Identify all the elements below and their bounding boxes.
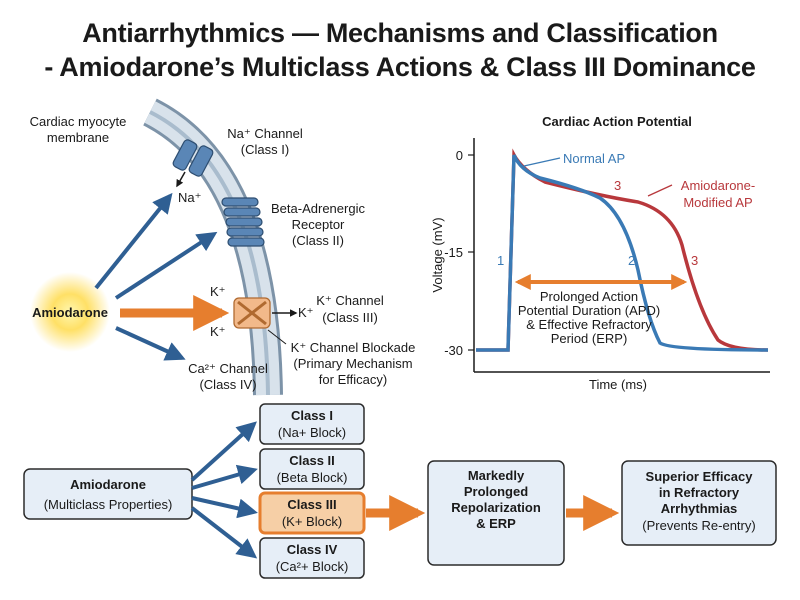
class1-title: Class I xyxy=(291,408,333,423)
class2-box xyxy=(259,448,365,490)
class4-box xyxy=(259,537,365,579)
beta-label-1: Beta-Adrenergic xyxy=(271,201,365,216)
legend-amio-1: Amiodarone- xyxy=(681,178,755,193)
y-tick-30: -30 xyxy=(444,343,463,358)
amiodarone-label: Amiodarone xyxy=(32,305,108,320)
title-line-2: - Amiodarone’s Multiclass Actions & Clas… xyxy=(44,52,756,82)
membrane-label-2: membrane xyxy=(47,130,109,145)
class3-sub: (K+ Block) xyxy=(282,514,342,529)
repol-line-3: Repolarization xyxy=(451,500,541,515)
efficacy-line-1: Superior Efficacy xyxy=(646,469,754,484)
phase-3-amio-label: 3 xyxy=(691,253,698,268)
flow-arrow-class1 xyxy=(190,421,257,482)
chart-title: Cardiac Action Potential xyxy=(542,114,692,129)
x-axis-label: Time (ms) xyxy=(589,377,647,392)
amio-flow-sub: (Multiclass Properties) xyxy=(44,497,173,512)
annotation-1: Prolonged Action xyxy=(540,289,638,304)
repol-line-1: Markedly xyxy=(468,468,525,483)
class2-title: Class II xyxy=(289,453,335,468)
phase-2-label: 2 xyxy=(628,253,635,268)
phase-3-amio-top: 3 xyxy=(614,178,621,193)
k-channel-icon xyxy=(233,297,271,329)
repol-box xyxy=(427,460,565,566)
flow-arrow-class4 xyxy=(190,506,258,559)
membrane-diagram: Cardiac myocyte membrane Na⁺ Na⁺ Channel… xyxy=(30,98,416,396)
beta-label-2: Receptor xyxy=(292,217,345,232)
annotation-4: Period (ERP) xyxy=(551,331,628,346)
amiodarone-glow xyxy=(30,272,110,352)
k-ion-right: K⁺ xyxy=(298,305,314,320)
class2-sub: (Beta Block) xyxy=(277,470,348,485)
title-line-1: Antiarrhythmics — Mechanisms and Classif… xyxy=(82,18,718,48)
k-block-label-3: for Efficacy) xyxy=(319,372,387,387)
repol-line-4: & ERP xyxy=(476,516,516,531)
k-block-leader xyxy=(267,329,287,345)
y-tick-15: -15 xyxy=(444,245,463,260)
membrane-label-1: Cardiac myocyte xyxy=(30,114,127,129)
na-channel-icon xyxy=(172,139,214,177)
class1-box xyxy=(259,403,365,445)
flow-chart: Amiodarone (Multiclass Properties) Class… xyxy=(23,403,777,579)
y-axis-label: Voltage (mV) xyxy=(430,217,445,292)
efficacy-box xyxy=(621,460,777,546)
k-ion-bottom: K⁺ xyxy=(210,324,226,339)
arrow-to-ca xyxy=(115,326,186,361)
k-channel-label-2: (Class III) xyxy=(322,310,378,325)
arrow-to-na xyxy=(94,192,173,290)
annotation-3: & Effective Refractory xyxy=(526,317,652,332)
flow-arrow-class2 xyxy=(191,464,258,490)
y-tick-0: 0 xyxy=(456,148,463,163)
annotation-2: Potential Duration (APD) xyxy=(518,303,660,318)
legend-normal: Normal AP xyxy=(563,151,625,166)
na-ion-arrow xyxy=(176,171,186,188)
series-normal-line xyxy=(476,154,769,352)
na-ion-label: Na⁺ xyxy=(178,190,201,205)
phase-1-label: 1 xyxy=(497,253,504,268)
ca-channel-label-1: Ca²⁺ Channel xyxy=(188,361,268,376)
class3-title: Class III xyxy=(287,497,336,512)
beta-label-3: (Class II) xyxy=(292,233,344,248)
repol-line-2: Prolonged xyxy=(464,484,528,499)
arrow-to-beta xyxy=(114,231,218,300)
efficacy-line-3: Arrhythmias xyxy=(661,501,738,516)
class4-sub: (Ca²+ Block) xyxy=(276,559,349,574)
amio-flow-box xyxy=(23,468,193,520)
k-channel-label-1: K⁺ Channel xyxy=(316,293,384,308)
flow-arrow-class3 xyxy=(191,496,258,519)
beta-receptor-icon xyxy=(221,197,265,247)
class4-title: Class IV xyxy=(287,542,338,557)
efficacy-line-2: in Refractory xyxy=(659,485,740,500)
class1-sub: (Na+ Block) xyxy=(278,425,346,440)
amio-flow-title: Amiodarone xyxy=(70,477,146,492)
ca-channel-label-2: (Class IV) xyxy=(199,377,256,392)
k-block-label-2: (Primary Mechanism xyxy=(293,356,412,371)
legend-amio-2: Modified AP xyxy=(683,195,752,210)
ap-chart: Cardiac Action Potential 0 -15 -30 Volta… xyxy=(430,114,770,392)
class3-box xyxy=(258,491,366,535)
k-ion-top: K⁺ xyxy=(210,284,226,299)
k-block-label-1: K⁺ Channel Blockade xyxy=(291,340,416,355)
efficacy-line-4: (Prevents Re-entry) xyxy=(642,518,755,533)
na-channel-label-2: (Class I) xyxy=(241,142,289,157)
na-channel-label-1: Na⁺ Channel xyxy=(227,126,303,141)
